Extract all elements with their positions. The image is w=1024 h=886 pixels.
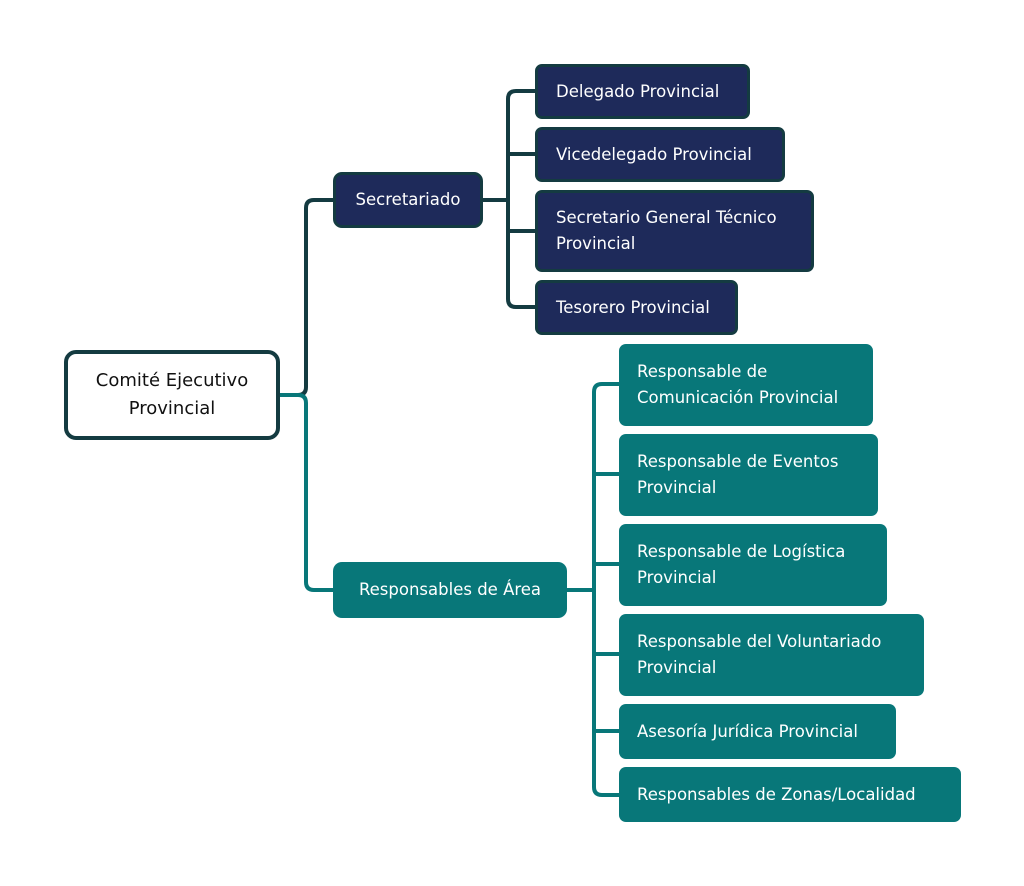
- node-tesorero-provincial[interactable]: Tesorero Provincial: [535, 280, 738, 335]
- node-label: Responsable del Voluntariado Provincial: [637, 632, 882, 677]
- connector-root-secretariado: [278, 198, 336, 397]
- node-label: Vicedelegado Provincial: [556, 144, 752, 164]
- node-responsables-zonas[interactable]: Responsables de Zonas/Localidad: [619, 767, 961, 822]
- connector-secretariado-children: [480, 89, 538, 309]
- node-responsable-voluntariado[interactable]: Responsable del Voluntariado Provincial: [619, 614, 924, 696]
- node-label: Secretario General Técnico Provincial: [556, 208, 777, 253]
- root-node[interactable]: Comité Ejecutivo Provincial: [64, 350, 280, 440]
- node-responsable-comunicacion[interactable]: Responsable de Comunicación Provincial: [619, 344, 873, 426]
- root-label: Comité Ejecutivo Provincial: [95, 370, 249, 419]
- branch-responsables-label: Responsables de Área: [358, 580, 542, 599]
- branch-secretariado[interactable]: Secretariado: [333, 172, 483, 228]
- node-label: Asesoría Jurídica Provincial: [637, 721, 858, 741]
- node-label: Responsable de Logística Provincial: [637, 542, 846, 587]
- node-vicedelegado-provincial[interactable]: Vicedelegado Provincial: [535, 127, 785, 182]
- node-responsable-logistica[interactable]: Responsable de Logística Provincial: [619, 524, 887, 606]
- node-label: Delegado Provincial: [556, 81, 720, 101]
- node-label: Responsable de Eventos Provincial: [637, 452, 839, 497]
- node-label: Responsable de Comunicación Provincial: [637, 362, 839, 407]
- branch-responsables-de-area[interactable]: Responsables de Área: [333, 562, 567, 618]
- node-label: Tesorero Provincial: [556, 297, 710, 317]
- connector-responsables-children: [564, 382, 622, 797]
- branch-secretariado-label: Secretariado: [355, 190, 461, 209]
- node-secretario-general-tecnico[interactable]: Secretario General Técnico Provincial: [535, 190, 814, 272]
- node-label: Responsables de Zonas/Localidad: [637, 784, 916, 804]
- node-asesoria-juridica[interactable]: Asesoría Jurídica Provincial: [619, 704, 896, 759]
- node-delegado-provincial[interactable]: Delegado Provincial: [535, 64, 750, 119]
- connector-root-responsables: [278, 393, 336, 592]
- node-responsable-eventos[interactable]: Responsable de Eventos Provincial: [619, 434, 878, 516]
